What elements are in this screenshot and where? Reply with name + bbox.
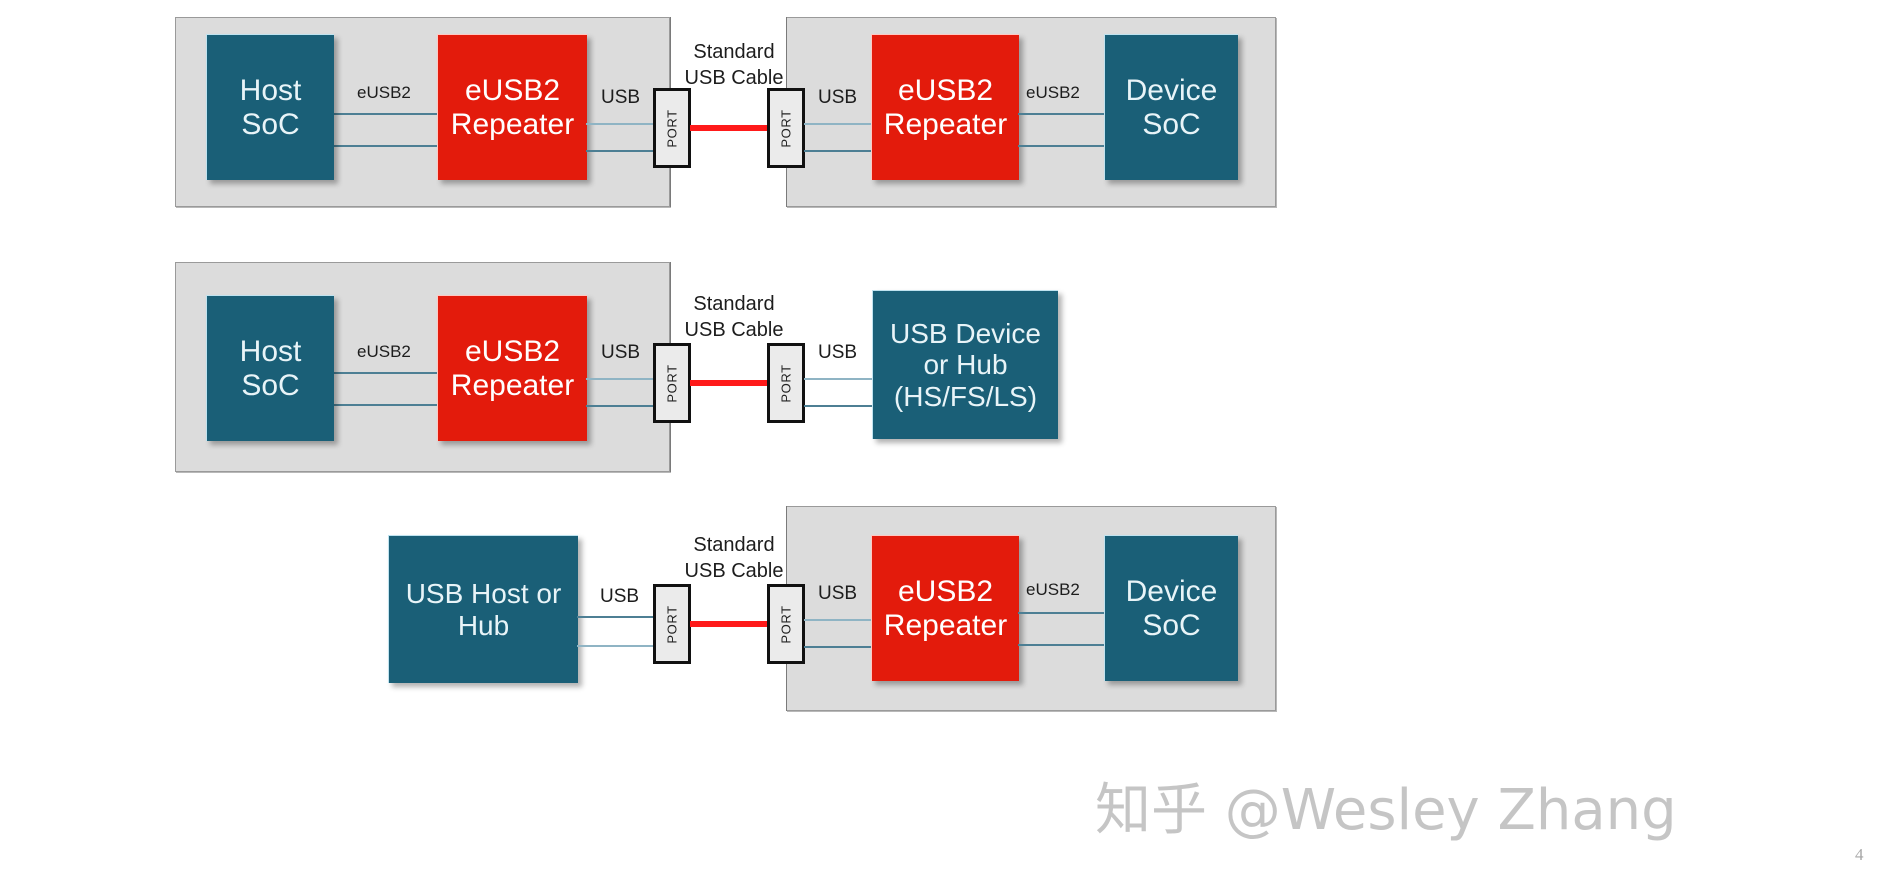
row3-device-soc-line1: Device [1125,574,1218,608]
row3-right-usb-label: USB [818,583,858,604]
row1-device-soc-line2: SoC [1142,107,1201,141]
row3-device-soc-line2: SoC [1142,608,1201,642]
row1-cable-caption-line2: USB Cable [684,66,784,89]
row1-wire-eusb2-bottom [332,145,444,147]
row1-wire-right-eusb2-bottom [1018,145,1106,147]
row2-wire-usb-bottom-right [804,405,874,407]
row3-usb-host-or-hub: USB Host or Hub [388,535,578,683]
row2-left-repeater-line2: Repeater [450,368,575,402]
row2-wire-eusb2-top [332,372,444,374]
row2-wire-eusb2-bottom [332,404,444,406]
row1-right-port: PORT [767,88,805,168]
row3-right-eusb2-label: eUSB2 [1026,580,1080,599]
row2-wire-usb-bottom-left [586,405,654,407]
row3-device-soc: Device SoC [1104,535,1238,681]
row2-left-port: PORT [653,343,691,423]
row1-wire-eusb2-top [332,113,444,115]
row1-host-soc-line1: Host [239,73,302,107]
row3-wire-usb-bottom-right [804,646,872,648]
row3-wire-right-eusb2-top [1018,612,1106,614]
row2-host-soc-line1: Host [239,334,302,368]
row1-wire-usb-bottom-left [586,150,654,152]
row2-host-soc: Host SoC [206,295,334,441]
row2-usb-device-line1: USB Device [890,317,1041,349]
row1-right-usb-label: USB [818,87,858,108]
row1-right-eusb2-label: eUSB2 [1026,83,1080,102]
row1-right-port-label: PORT [778,108,794,148]
row3-right-repeater-line1: eUSB2 [897,574,994,608]
row2-left-repeater: eUSB2 Repeater [437,295,587,441]
row3-cable-caption-line1: Standard [693,534,775,556]
row2-wire-usb-top-right [804,378,874,380]
row1-left-port: PORT [653,88,691,168]
row1-right-repeater-line1: eUSB2 [897,73,994,107]
row2-wire-usb-top-left [586,378,654,380]
row3-left-usb-label: USB [600,586,640,607]
row1-cable-caption: Standard USB Cable [679,40,789,91]
row1-host-soc: Host SoC [206,34,334,180]
row1-host-soc-line2: SoC [241,107,300,141]
row2-usb-device-line2: or Hub [923,349,1008,381]
row3-wire-right-eusb2-bottom [1018,644,1106,646]
row3-cable-caption-line2: USB Cable [684,559,784,582]
row2-usb-device-line3: (HS/FS/LS) [893,380,1038,412]
row3-wire-usb-bottom-left [577,645,654,647]
row2-cable-caption: Standard USB Cable [679,292,789,343]
row2-left-port-label: PORT [664,363,680,403]
row3-wire-usb-top-left [577,616,654,618]
row3-usb-host-line2: Hub [457,609,510,641]
row1-right-repeater-line2: Repeater [883,107,1008,141]
row3-left-port: PORT [653,584,691,664]
row3-right-repeater-line2: Repeater [883,608,1008,642]
zhihu-watermark: 知乎 @Wesley Zhang [1095,778,1677,843]
row2-left-repeater-line1: eUSB2 [464,334,561,368]
row2-left-eusb2-label: eUSB2 [357,342,411,361]
row2-left-usb-label: USB [601,342,641,363]
row2-right-port-label: PORT [778,363,794,403]
row3-right-port: PORT [767,584,805,664]
row3-right-repeater: eUSB2 Repeater [871,535,1019,681]
row1-right-repeater: eUSB2 Repeater [871,34,1019,180]
row3-wire-usb-top-right [804,619,872,621]
row1-wire-right-eusb2-top [1018,113,1106,115]
row2-usb-device-or-hub: USB Device or Hub (HS/FS/LS) [872,290,1058,439]
row1-usb-cable [690,125,768,131]
row1-left-repeater: eUSB2 Repeater [437,34,587,180]
row1-left-repeater-line1: eUSB2 [464,73,561,107]
row1-wire-usb-top-right [804,123,872,125]
row1-left-eusb2-label: eUSB2 [357,83,411,102]
row2-right-usb-label: USB [818,342,858,363]
row1-device-soc: Device SoC [1104,34,1238,180]
row2-right-port: PORT [767,343,805,423]
row2-host-soc-line2: SoC [241,368,300,402]
row2-cable-caption-line1: Standard [693,293,775,315]
row2-cable-caption-line2: USB Cable [684,318,784,341]
row1-cable-caption-line1: Standard [693,41,775,63]
row3-usb-cable [690,621,768,627]
page-number: 4 [1855,845,1864,864]
row1-left-usb-label: USB [601,87,641,108]
row1-left-repeater-line2: Repeater [450,107,575,141]
row1-wire-usb-top-left [586,123,654,125]
row2-usb-cable [690,380,768,386]
row1-device-soc-line1: Device [1125,73,1218,107]
row3-left-port-label: PORT [664,604,680,644]
row1-wire-usb-bottom-right [804,150,872,152]
row3-right-port-label: PORT [778,604,794,644]
row3-cable-caption: Standard USB Cable [679,533,789,584]
row1-left-port-label: PORT [664,108,680,148]
row3-usb-host-line1: USB Host or [405,578,562,610]
